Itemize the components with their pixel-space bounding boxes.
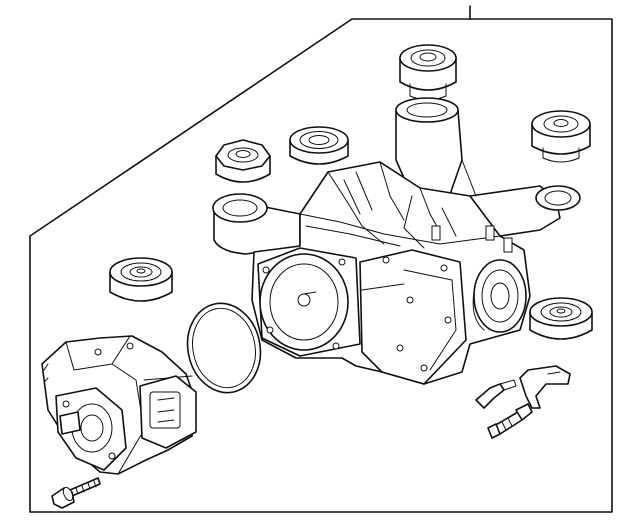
diff-housing: [212, 97, 581, 385]
hose-connector: [487, 403, 533, 439]
flange-bolt: [51, 477, 101, 509]
vent-hose: [475, 365, 571, 409]
coupling-pump: [41, 335, 197, 475]
mount-bushing-right-top: [531, 110, 591, 163]
vent-cap-ribbed: [215, 139, 271, 183]
o-ring-gasket: [186, 302, 262, 394]
vent-cap-round: [289, 126, 349, 165]
mount-bushing-right-bottom: [529, 297, 593, 340]
diagram-frame: [29, 18, 613, 513]
mount-bushing-top: [399, 44, 457, 101]
mount-bushing-left: [109, 257, 173, 302]
